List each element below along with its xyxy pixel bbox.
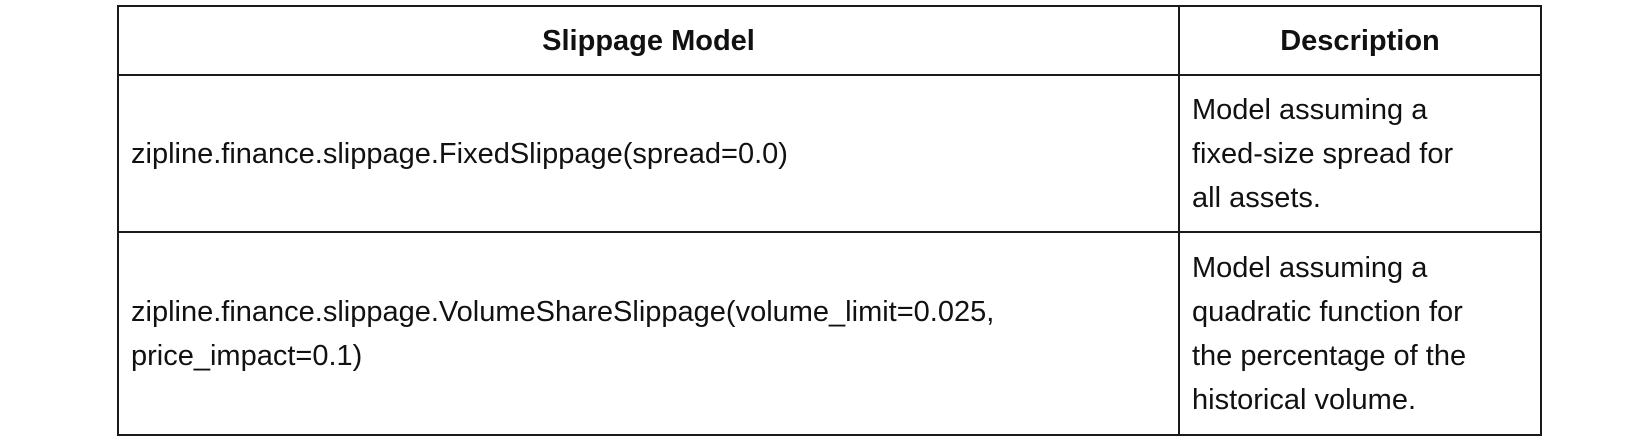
- description-cell: Model assuming a fixed-size spread for a…: [1178, 74, 1542, 233]
- description-text-line: fixed-size spread for: [1192, 137, 1454, 170]
- model-cell: zipline.finance.slippage.VolumeShareSlip…: [117, 231, 1180, 436]
- slippage-models-table: Slippage Model Description zipline.finan…: [117, 5, 1542, 436]
- table-row: zipline.finance.slippage.FixedSlippage(s…: [117, 74, 1542, 233]
- description-text-line: all assets.: [1192, 181, 1321, 214]
- column-header-slippage-model: Slippage Model: [117, 5, 1180, 76]
- description-text-line: Model assuming a: [1192, 93, 1428, 126]
- model-text-line: zipline.finance.slippage.VolumeShareSlip…: [131, 295, 995, 328]
- column-header-description: Description: [1178, 5, 1542, 76]
- model-text-line: price_impact=0.1): [131, 339, 363, 372]
- description-text-line: historical volume.: [1192, 383, 1417, 416]
- description-cell: Model assuming a quadratic function for …: [1178, 231, 1542, 436]
- table-row: zipline.finance.slippage.VolumeShareSlip…: [117, 231, 1542, 436]
- table-header-row: Slippage Model Description: [117, 5, 1542, 76]
- model-cell: zipline.finance.slippage.FixedSlippage(s…: [117, 74, 1180, 233]
- description-text-line: Model assuming a: [1192, 251, 1428, 284]
- slippage-models-table-wrapper: Slippage Model Description zipline.finan…: [117, 5, 1542, 436]
- description-text-line: quadratic function for: [1192, 295, 1463, 328]
- model-text-line: zipline.finance.slippage.FixedSlippage(s…: [131, 137, 788, 170]
- description-text-line: the percentage of the: [1192, 339, 1467, 372]
